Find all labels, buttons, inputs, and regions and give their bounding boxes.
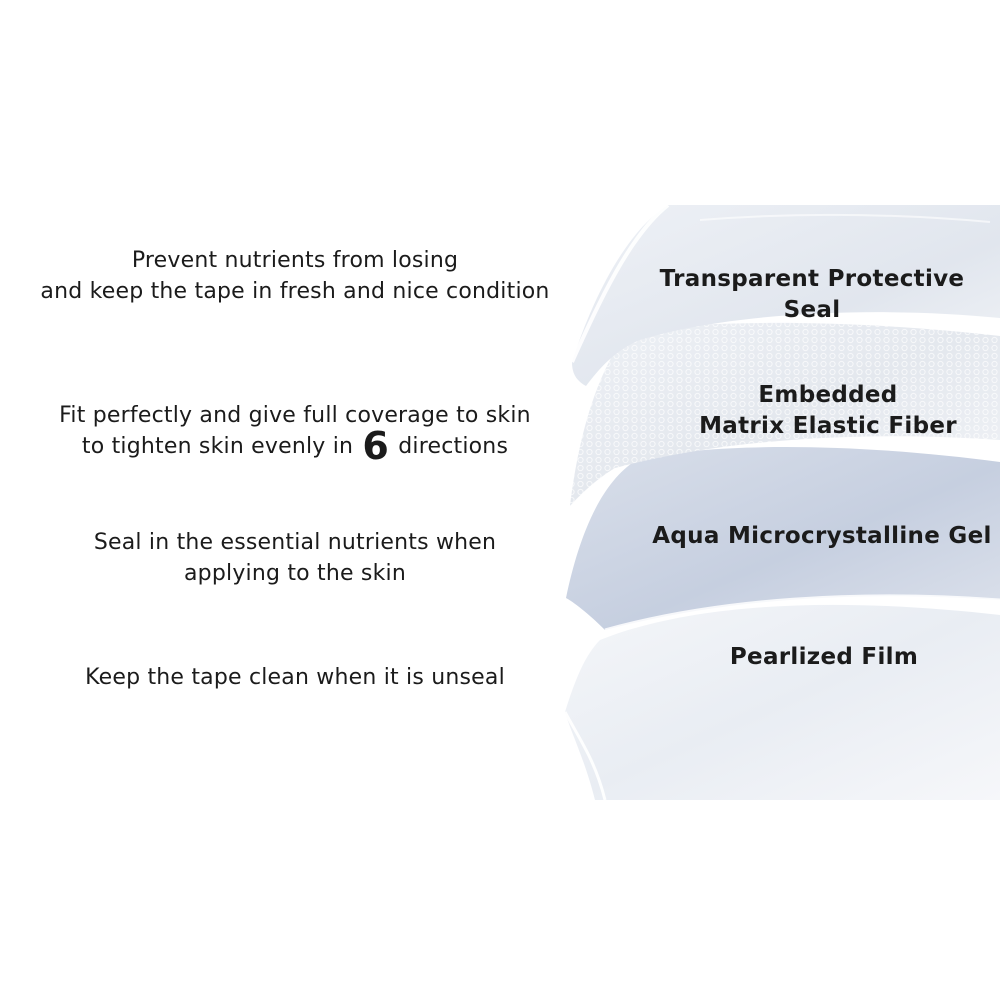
pearlized-film-layer — [565, 604, 1000, 800]
elastic-fiber-label-line2: Matrix Elastic Fiber — [699, 413, 957, 439]
aqua-gel-layer — [566, 446, 1000, 630]
film-description-line1: Keep the tape clean when it is unseal — [85, 665, 505, 690]
six-directions-number: 6 — [362, 424, 390, 468]
film-description: Keep the tape clean when it is unseal — [0, 662, 590, 693]
protective-seal-label-text: Transparent Protective Seal — [659, 266, 965, 323]
gel-description-line1: Seal in the essential nutrients when — [93, 530, 497, 555]
fiber-description-line1: Fit perfectly and give full coverage to … — [59, 403, 531, 428]
fiber-text-before: to tighten skin evenly in — [81, 434, 354, 459]
pearlized-film-label: Pearlized Film — [704, 642, 944, 673]
fiber-description: Fit perfectly and give full coverage to … — [0, 400, 590, 468]
pearlized-film-label-text: Pearlized Film — [729, 644, 919, 670]
fiber-description-line2: to tighten skin evenly in 6 directions — [0, 424, 590, 468]
seal-description-line1: Prevent nutrients from losing — [131, 248, 459, 273]
gel-description-line2: applying to the skin — [184, 561, 406, 586]
fiber-text-after: directions — [398, 434, 509, 459]
seal-description: Prevent nutrients from losing and keep t… — [0, 245, 590, 307]
elastic-fiber-label-line1: Embedded — [758, 382, 898, 408]
gel-description: Seal in the essential nutrients when app… — [0, 527, 590, 589]
aqua-gel-label: Aqua Microcrystalline Gel — [652, 521, 992, 552]
elastic-fiber-label: Embedded Matrix Elastic Fiber — [688, 380, 968, 442]
protective-seal-layer — [572, 205, 1000, 386]
seal-description-line2: and keep the tape in fresh and nice cond… — [40, 279, 550, 304]
aqua-gel-label-text: Aqua Microcrystalline Gel — [652, 523, 992, 549]
protective-seal-label: Transparent Protective Seal — [632, 264, 992, 326]
